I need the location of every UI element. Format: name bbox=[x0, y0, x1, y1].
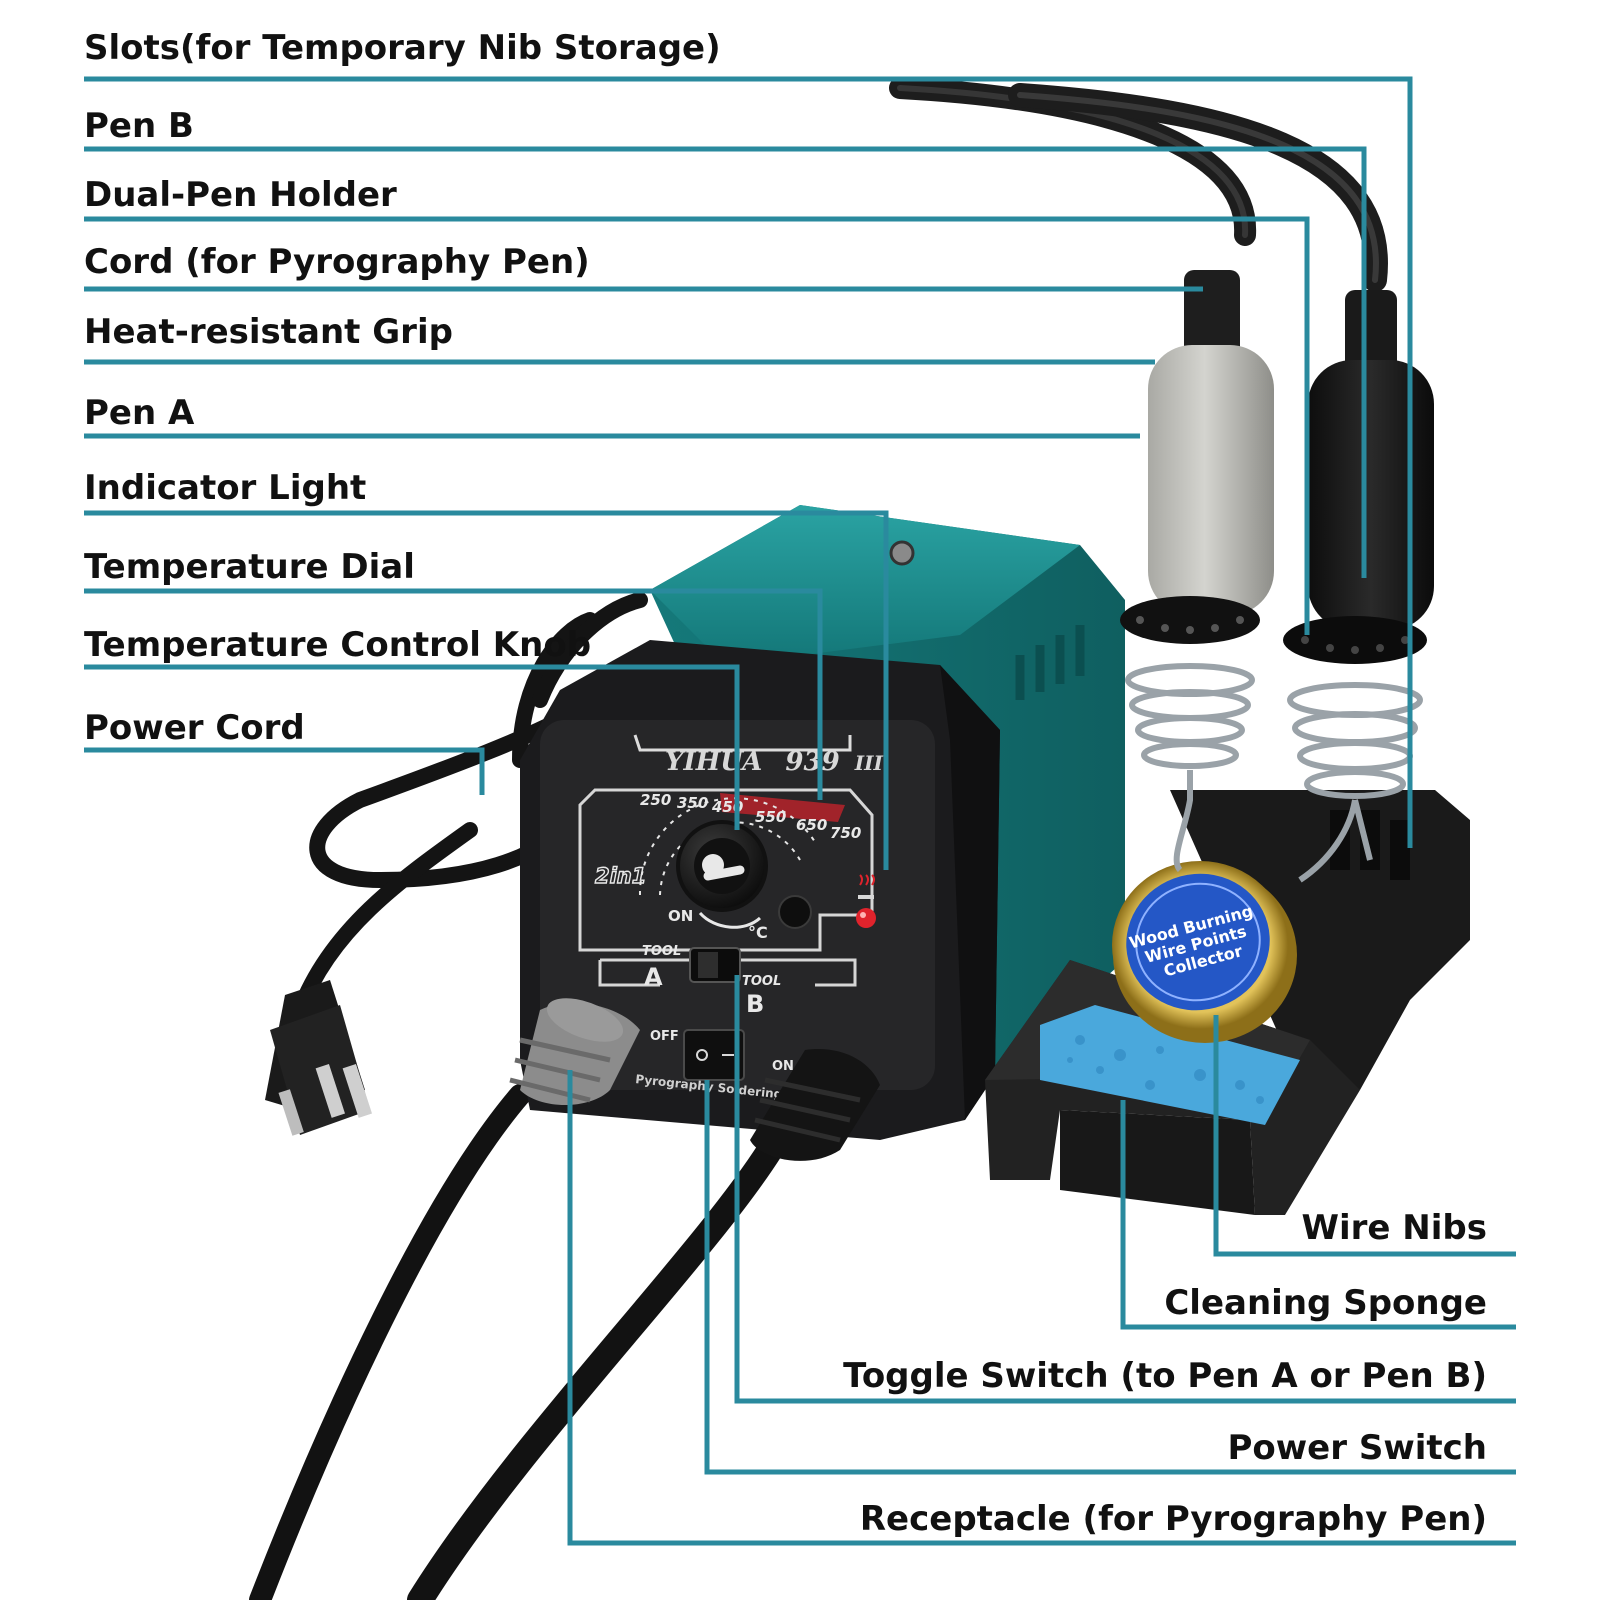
wire-nibs-tin: Wood Burning Wire Points Collector bbox=[1112, 861, 1297, 1043]
vent-grille bbox=[1015, 625, 1085, 700]
pen-b-receptacle-cable bbox=[407, 1137, 783, 1600]
temperature-symbol: °C bbox=[748, 923, 768, 942]
label-receptacle: Receptacle (for Pyrography Pen) bbox=[859, 1499, 1487, 1539]
callout-lines bbox=[84, 76, 1516, 1546]
panel-button[interactable] bbox=[778, 895, 812, 929]
dial-tick-550: 550 bbox=[755, 808, 786, 826]
toggle-switch[interactable] bbox=[689, 947, 741, 983]
leader-receptacle bbox=[567, 1070, 1516, 1546]
power-cord bbox=[292, 592, 648, 1018]
dial-tick-350: 350 bbox=[677, 794, 708, 812]
label-power-switch: Power Switch bbox=[1227, 1428, 1487, 1468]
pen-a-spring bbox=[1125, 663, 1255, 873]
pen-b-spring bbox=[1287, 682, 1423, 883]
tool-b-letter: B bbox=[746, 990, 764, 1018]
off-label: OFF bbox=[650, 1029, 679, 1044]
dial-tick-750: 750 bbox=[830, 824, 861, 842]
label-indicator-light: Indicator Light bbox=[84, 468, 367, 508]
cleaning-sponge bbox=[1040, 1005, 1300, 1125]
leader-cleaning-sponge bbox=[1120, 1100, 1516, 1330]
tool-a-caption: TOOL bbox=[642, 944, 681, 959]
label-temperature-dial: Temperature Dial bbox=[84, 547, 415, 587]
label-power-cord: Power Cord bbox=[84, 708, 305, 748]
leader-pen-b bbox=[84, 146, 1367, 578]
leader-dual-pen-holder bbox=[84, 216, 1310, 635]
dial-tick-650: 650 bbox=[796, 816, 827, 834]
leader-power-cord bbox=[84, 747, 485, 795]
leader-slots bbox=[84, 76, 1413, 848]
power-plug bbox=[265, 980, 373, 1136]
leader-temperature-dial bbox=[84, 588, 823, 800]
tool-b-caption: TOOL bbox=[742, 974, 781, 989]
pen-b-cord bbox=[1008, 83, 1388, 292]
indicator-light bbox=[856, 874, 876, 928]
pen-a-cord bbox=[889, 77, 1257, 246]
power-switch[interactable] bbox=[683, 1029, 745, 1081]
label-pen-a: Pen A bbox=[84, 393, 195, 433]
leader-indicator-light bbox=[84, 510, 889, 870]
two-in-one-badge: 2in1 bbox=[595, 864, 646, 888]
pen-a bbox=[1120, 270, 1274, 644]
dial-on-label: ON bbox=[668, 907, 693, 925]
leader-wire-nibs bbox=[1213, 1015, 1516, 1257]
product-logo: YIHUA 939 III bbox=[665, 747, 883, 777]
leader-power-switch bbox=[704, 1080, 1516, 1475]
label-cord-pyrography-pen: Cord (for Pyrography Pen) bbox=[84, 242, 590, 282]
pen-b-receptacle bbox=[750, 1049, 880, 1161]
leader-temperature-knob bbox=[84, 664, 740, 830]
label-heat-resistant-grip: Heat-resistant Grip bbox=[84, 312, 453, 352]
pen-b bbox=[1283, 290, 1434, 664]
tool-a-letter: A bbox=[644, 963, 663, 991]
on-label: ON bbox=[772, 1059, 794, 1074]
label-slots: Slots(for Temporary Nib Storage) bbox=[84, 28, 721, 68]
label-toggle-switch: Toggle Switch (to Pen A or Pen B) bbox=[843, 1356, 1487, 1396]
label-temperature-control-knob: Temperature Control Knob bbox=[84, 625, 592, 665]
dial-tick-250: 250 bbox=[640, 791, 671, 809]
pen-a-receptacle-cable bbox=[249, 1084, 531, 1600]
top-screw bbox=[889, 540, 915, 566]
label-wire-nibs: Wire Nibs bbox=[1301, 1208, 1487, 1248]
label-dual-pen-holder: Dual-Pen Holder bbox=[84, 175, 397, 215]
svg-text:Wood Burning Wire Points: Wood Burning Wire Points Collector bbox=[1127, 900, 1270, 988]
pen-a-receptacle bbox=[509, 998, 640, 1105]
label-pen-b: Pen B bbox=[84, 106, 194, 146]
label-cleaning-sponge: Cleaning Sponge bbox=[1164, 1283, 1487, 1323]
leader-toggle-switch bbox=[734, 975, 1516, 1404]
nib-slots bbox=[1330, 810, 1410, 880]
